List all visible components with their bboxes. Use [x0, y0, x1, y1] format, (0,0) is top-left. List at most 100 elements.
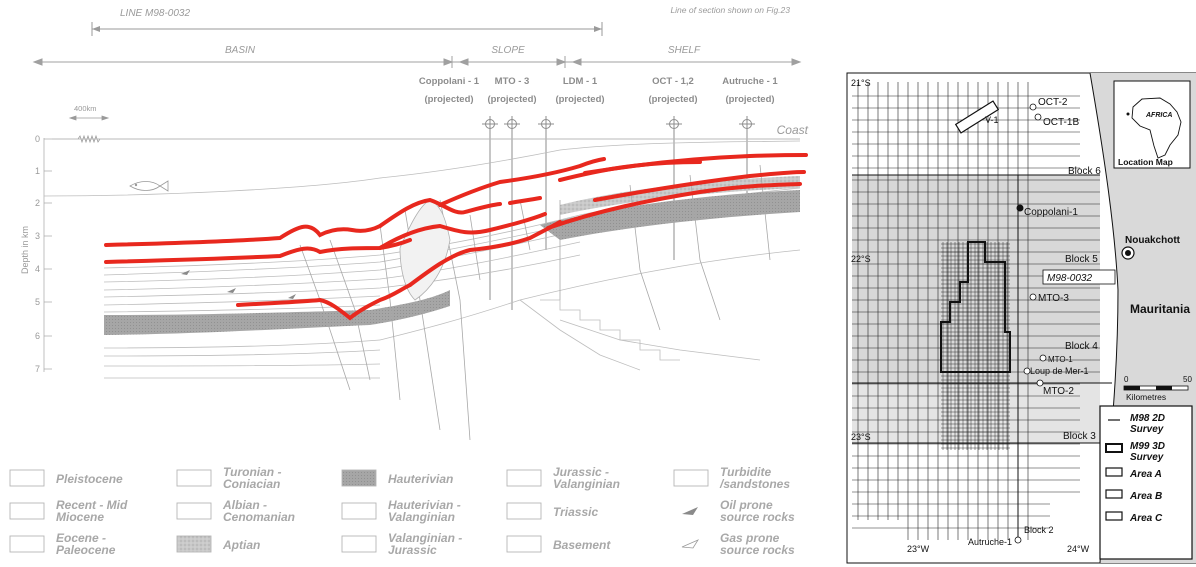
legend-swatch [176, 469, 212, 487]
svg-text:MTO-1: MTO-1 [1048, 355, 1073, 364]
legend-label: Turonian - [223, 465, 281, 479]
legend-swatch [506, 535, 542, 553]
well-symbol-icon [538, 116, 554, 132]
legend-swatch [9, 535, 45, 553]
well-symbol-icon [482, 116, 498, 132]
well-mto3-label: MTO - 3 [495, 76, 530, 87]
block-2-label: Block 2 [1024, 525, 1054, 535]
legend-item-triassic: Triassic [506, 502, 598, 520]
well-loup-de-mer1: Loup de Mer-1 [1023, 366, 1089, 376]
legend-item-turbidite-sandstones: Turbidite/sandstones [673, 465, 790, 491]
well-symbol-icon [739, 116, 755, 132]
svg-text:OCT-2: OCT-2 [1038, 97, 1068, 108]
svg-text:MTO-2: MTO-2 [1043, 386, 1074, 397]
map-legend-label: Survey [1130, 452, 1164, 463]
legend-label: Oil prone [720, 498, 773, 512]
depth-tick-0: 0 [35, 134, 40, 144]
legend-item-valanginian-jurassic: Valanginian -Jurassic [341, 531, 462, 557]
oil-source-icon [682, 507, 698, 515]
map-scale-bar: 0 50 Kilometres [1123, 375, 1192, 402]
zone-shelf: SHELF [668, 45, 701, 56]
depth-axis-title: Depth in km [20, 226, 30, 274]
legend-label: Gas prone [720, 531, 780, 545]
inset-continent: AFRICA [1145, 112, 1172, 119]
well-autruche-sub: (projected) [725, 94, 774, 105]
legend-swatch [341, 469, 377, 487]
block-6-label: Block 6 [1068, 166, 1101, 177]
map-legend-area-a: Area A [1105, 467, 1162, 480]
legend-swatch [176, 535, 212, 553]
legend-label: Valanginian [553, 477, 620, 491]
legend-label: Cenomanian [223, 510, 295, 524]
legend-item-albian-cenomanian: Albian -Cenomanian [176, 498, 295, 524]
gas-source-icon [681, 539, 700, 549]
line-id-label: M98-0032 [1047, 273, 1092, 284]
well-ldm-label: LDM - 1 [563, 76, 598, 87]
legend-swatch [9, 502, 45, 520]
well-oct1b: OCT-1B [1034, 113, 1079, 128]
depth-tick-2: 2 [35, 198, 40, 208]
line-label: LINE M98-0032 [120, 8, 190, 19]
legend-swatch [9, 469, 45, 487]
legend-label: Coniacian [223, 477, 280, 491]
legend-label: Paleocene [56, 543, 116, 557]
well-ldm-sub: (projected) [555, 94, 604, 105]
basement-steps [540, 299, 680, 361]
scale-bar [68, 115, 110, 144]
well-oct-label: OCT - 1,2 [652, 76, 694, 87]
area-box-icon [1105, 467, 1123, 477]
legend-item-eocene-paleocene: Eocene -Paleocene [9, 531, 116, 557]
map-legend-label: Survey [1130, 424, 1164, 435]
legend-swatch [506, 469, 542, 487]
country-label: Mauritania [1130, 302, 1190, 316]
well-coppolani-label: Coppolani - 1 [419, 76, 480, 87]
svg-text:Kilometres: Kilometres [1126, 392, 1166, 402]
legend-label: Jurassic [388, 543, 437, 557]
svg-text:0: 0 [1124, 375, 1129, 384]
depth-tick-3: 3 [35, 231, 40, 241]
well-coppolani-sub: (projected) [424, 94, 473, 105]
legend-item-jurassic-valanginian: Jurassic -Valanginian [506, 465, 620, 491]
section-note: Line of section shown on Fig.23 [670, 5, 790, 15]
map-legend-box [1099, 405, 1193, 560]
lat-21s: 21°S [851, 78, 871, 88]
svg-text:50: 50 [1183, 375, 1192, 384]
depth-tick-5: 5 [35, 297, 40, 307]
depth-tick-1: 1 [35, 166, 40, 176]
legend-swatch [341, 535, 377, 553]
legend-label: Jurassic - [553, 465, 609, 479]
lat-22s: 22°S [851, 254, 871, 264]
legend-label: source rocks [720, 510, 795, 524]
legend-label: Pleistocene [56, 472, 123, 486]
depth-tick-7: 7 [35, 364, 40, 374]
map-legend-label: M99 3D [1130, 441, 1165, 452]
area-box-icon [1105, 511, 1123, 521]
legend-label: Hauterivian - [388, 498, 461, 512]
svg-text:OCT-1B: OCT-1B [1043, 117, 1079, 128]
legend-label: Hauterivian [388, 472, 453, 486]
zone-basin: BASIN [225, 45, 256, 56]
map-legend-label: Area C [1129, 513, 1163, 524]
well-autruche-label: Autruche - 1 [722, 76, 778, 87]
block-3-label: Block 3 [1063, 431, 1096, 442]
legend-item-aptian: Aptian [176, 535, 260, 553]
zone-arrows [32, 56, 802, 68]
well-oct-sub: (projected) [648, 94, 697, 105]
scale-label: 400km [74, 104, 97, 113]
legend-item-hauterivian: Hauterivian [341, 469, 453, 487]
svg-text:Coppolani-1: Coppolani-1 [1024, 207, 1078, 218]
well-labels: Coppolani - 1 (projected) MTO - 3 (proje… [419, 76, 779, 105]
well-mto2: MTO-2 [1036, 379, 1074, 397]
svg-text:Nouakchott: Nouakchott [1125, 235, 1181, 246]
map-wells: OCT-2 OCT-1B V-1 Coppolani-1 MTO-3 MTO-1 [968, 97, 1089, 547]
legend-swatch [341, 502, 377, 520]
fish-icon [129, 180, 169, 192]
well-autruche1: Autruche-1 [968, 536, 1022, 547]
depth-tick-4: 4 [35, 264, 40, 274]
